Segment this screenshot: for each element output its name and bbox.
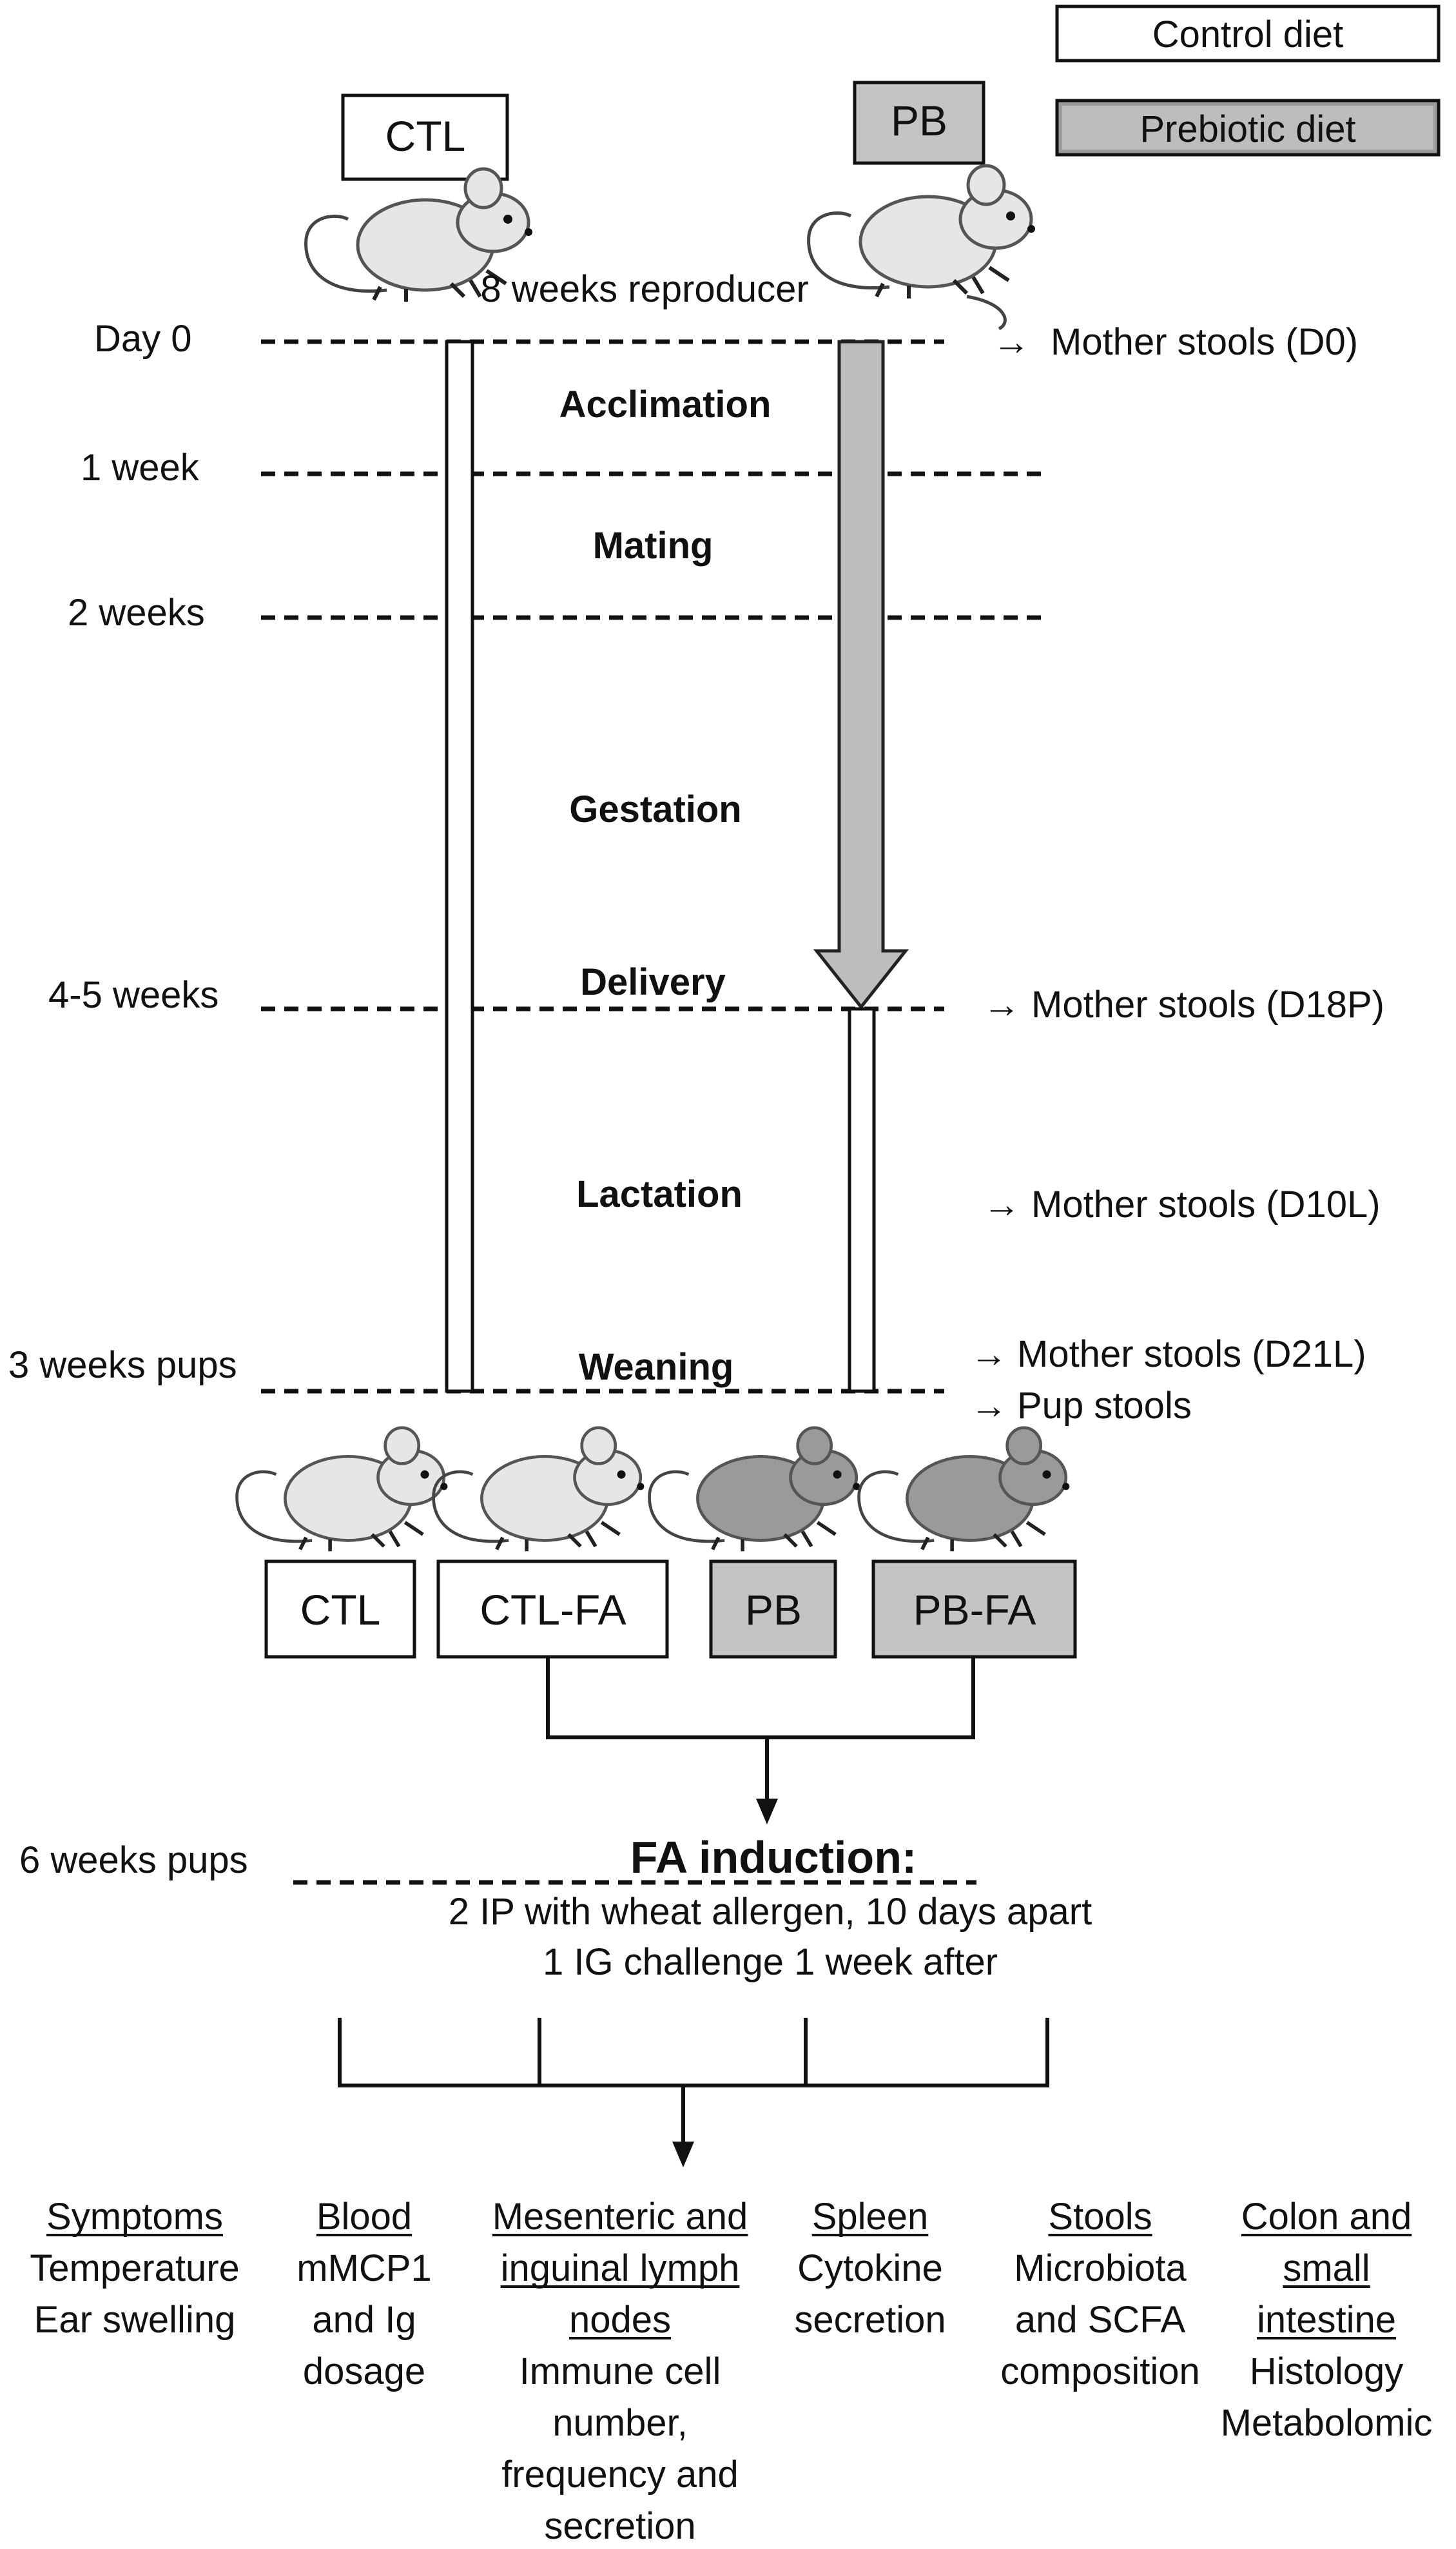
readout-detail: composition [1000, 2350, 1199, 2392]
time-week1: 1 week [81, 447, 200, 489]
phase-delivery: Delivery [580, 961, 726, 1003]
phase-acclimation: Acclimation [559, 384, 772, 425]
readout-detail: secretion [544, 2505, 695, 2547]
phase-lactation: Lactation [576, 1173, 743, 1215]
group-label-ctl: CTL [300, 1586, 381, 1634]
arrow-icon-d10l: → [983, 1184, 1020, 1226]
readout-detail: and Ig [312, 2299, 416, 2341]
group-box-ctl-fa [436, 1559, 669, 1659]
phase-gestation: Gestation [569, 788, 742, 830]
time-pups3: 3 weeks pups [8, 1344, 237, 1386]
arrow-icon-d18p: → [983, 984, 1020, 1026]
readout-heading: Stools [1048, 2196, 1152, 2238]
readout-heading: Spleen [812, 2196, 929, 2238]
arrow-icon-pup: → [970, 1385, 1007, 1427]
readout-detail: secretion [794, 2299, 946, 2341]
pb-lactation-bar [848, 1007, 876, 1393]
mouse-icon-pup-pb-fa [859, 1428, 1070, 1552]
group-box-ctl-top [341, 93, 509, 181]
group-box-pb [709, 1559, 837, 1659]
readout-detail: number, [552, 2402, 688, 2444]
sample-d18p: Mother stools (D18P) [1031, 984, 1384, 1026]
group-label-ctl-top: CTL [385, 112, 466, 160]
sample-d0: Mother stools (D0) [1051, 321, 1358, 363]
group-label-pb: PB [745, 1586, 802, 1634]
reproducer-label: 8 weeks reproducer [480, 268, 808, 310]
mouse-icon-pup-pb [650, 1428, 860, 1552]
time-week45: 4-5 weeks [48, 974, 218, 1016]
readout-detail: frequency and [501, 2454, 739, 2495]
readout-detail: dosage [303, 2350, 425, 2392]
readout-arrow-head [672, 2142, 694, 2167]
legend-control-swatch [1055, 5, 1441, 63]
group-label-pb-top: PB [891, 97, 947, 144]
readout-detail: Immune cell [519, 2350, 721, 2392]
arrow-icon-d0: → [993, 321, 1030, 363]
readout-detail: and SCFA [1015, 2299, 1186, 2341]
time-day0: Day 0 [94, 318, 192, 360]
legend-prebiotic-label: Prebiotic diet [1140, 108, 1355, 150]
readout-detail: mMCP1 [296, 2247, 431, 2289]
group-box-ctl [264, 1559, 416, 1659]
sample-pup: Pup stools [1017, 1385, 1192, 1427]
fa-group-connector [546, 1657, 975, 1739]
readout-heading: Blood [316, 2196, 412, 2238]
ctl-diet-bar [445, 340, 474, 1393]
group-box-pb-fa [871, 1559, 1077, 1659]
mouse-icon-pup-ctl [237, 1428, 448, 1552]
time-pups6: 6 weeks pups [19, 1839, 248, 1881]
pb-diet-arrow [813, 340, 909, 1010]
readout-detail: Temperature [30, 2247, 240, 2289]
sample-d21l: Mother stools (D21L) [1017, 1333, 1366, 1375]
readout-detail: Microbiota [1014, 2247, 1187, 2289]
readout-heading: Symptoms [46, 2196, 223, 2238]
readout-bracket [338, 2018, 1049, 2087]
induction-arrow-head [756, 1799, 778, 1824]
time-week2: 2 weeks [68, 592, 205, 634]
group-box-pb-top [853, 81, 985, 165]
phase-weaning: Weaning [579, 1346, 734, 1388]
readout-heading: nodes [569, 2299, 671, 2341]
mouse-icon-pup-ctl-fa [434, 1428, 645, 1552]
readout-heading: Colon and [1241, 2196, 1412, 2238]
induction-title: FA induction: [630, 1832, 917, 1882]
phase-mating: Mating [593, 525, 713, 567]
readout-detail: Metabolomic [1221, 2402, 1433, 2444]
group-label-ctl-fa: CTL-FA [480, 1586, 626, 1634]
induction-line1: 2 IP with wheat allergen, 10 days apart [449, 1891, 1092, 1933]
legend: Control diet Prebiotic diet [1055, 5, 1441, 157]
legend-control-label: Control diet [1152, 14, 1344, 55]
readout-heading: Mesenteric and [492, 2196, 748, 2238]
readout-heading: small [1283, 2247, 1370, 2289]
arrow-icon-d21l: → [970, 1333, 1007, 1375]
readout-heading: intestine [1257, 2299, 1396, 2341]
readout-heading: inguinal lymph [501, 2247, 740, 2289]
readout-detail: Cytokine [797, 2247, 943, 2289]
mouse-icon-pb-mother [809, 166, 1035, 298]
sample-d10l: Mother stools (D10L) [1031, 1184, 1381, 1226]
group-label-pb-fa: PB-FA [913, 1586, 1036, 1634]
readout-detail: Ear swelling [34, 2299, 236, 2341]
induction-line2: 1 IG challenge 1 week after [543, 1941, 998, 1983]
readout-detail: Histology [1250, 2350, 1404, 2392]
